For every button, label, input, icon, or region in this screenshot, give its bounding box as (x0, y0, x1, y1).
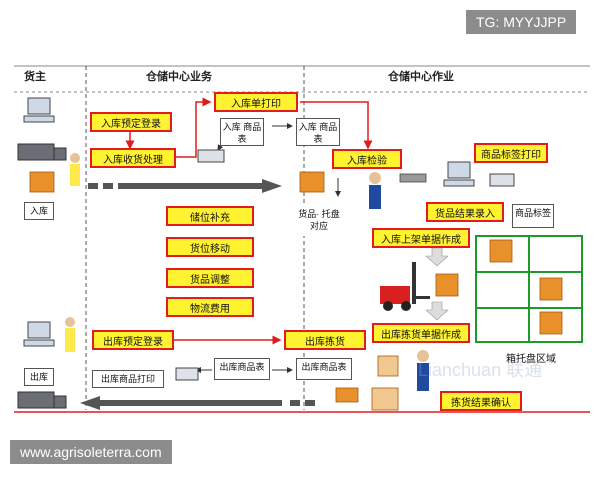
pallet-zone-label: 箱托盘区域 (504, 350, 558, 365)
column-business: 仓储中心业务 (146, 71, 212, 83)
product-label-box: 商品标签 (512, 204, 554, 228)
inbound-doc-2: 入库 商品表 (296, 118, 340, 146)
pick-doc-box: 出库拣货单据作成 (372, 323, 470, 343)
move-box: 货位移动 (166, 237, 254, 257)
inbound-plan-box: 入库预定登录 (90, 112, 172, 132)
inbound-label: 入库 (24, 202, 54, 220)
outbound-doc-1: 出库商品表 (214, 358, 270, 380)
outbound-pick-box: 出库拣货 (284, 330, 366, 350)
inbound-doc-1: 入库 商品表 (220, 118, 264, 146)
putaway-doc-box: 入库上架单据作成 (372, 228, 470, 248)
outbound-label: 出库 (24, 368, 54, 386)
watermark-bottom: www.agrisoleterra.com (10, 440, 172, 464)
column-operation: 仓储中心作业 (388, 71, 454, 83)
column-owner: 货主 (24, 71, 46, 83)
outbound-print-box: 出库商品打印 (92, 370, 164, 388)
faint-watermark: Lianchuan 联通 (418, 360, 543, 380)
inbound-print-box: 入库单打印 (214, 92, 298, 112)
outbound-plan-box: 出库预定登录 (92, 330, 174, 350)
watermark-top: TG: MYYJJPP (466, 10, 577, 34)
goods-pallet-box: 货品· 托盘对应 (296, 206, 342, 236)
outbound-doc-2: 出库商品表 (296, 358, 352, 380)
replenish-box: 储位补充 (166, 206, 254, 226)
adjust-box: 货品调整 (166, 268, 254, 288)
pick-confirm-box: 拣货结果确认 (440, 391, 522, 411)
inbound-receive-box: 入库收货处理 (90, 148, 176, 168)
goods-result-box: 货品结果录入 (426, 202, 504, 222)
logistics-fee-box: 物流费用 (166, 297, 254, 317)
inbound-inspect-box: 入库检验 (332, 149, 402, 169)
label-print-box: 商品标签打印 (474, 143, 548, 163)
